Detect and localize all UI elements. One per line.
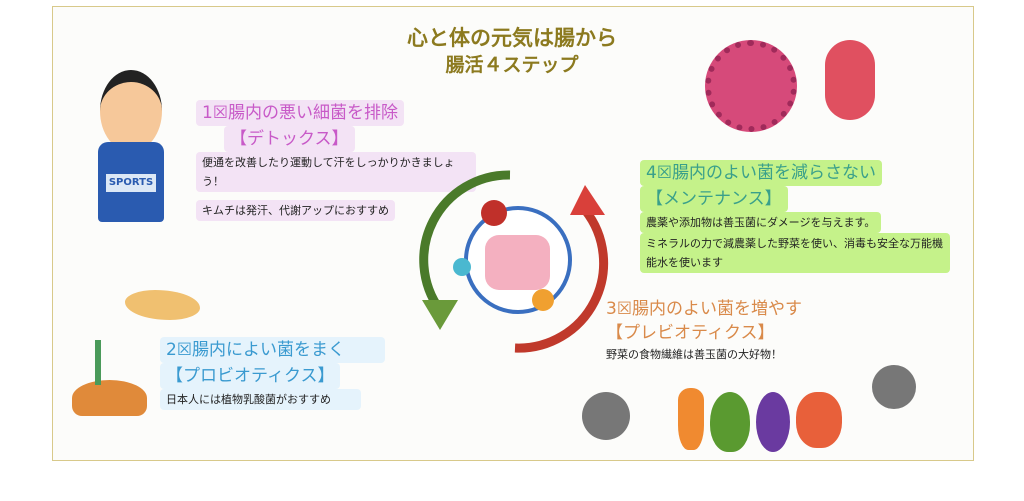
athlete-illustration: SPORTS [78,62,193,227]
step-2-heading: 2☒腸内によい菌をまく [160,337,386,363]
orange-dot [532,289,554,311]
step-2: 2☒腸内によい菌をまく 【プロビオティクス】 日本人には植物乳酸菌がおすすめ [160,337,400,410]
step-1-heading: 1☒腸内の悪い細菌を排除 [196,100,405,126]
step-4-body1: 農薬や添加物は善玉菌にダメージを与えます。 [640,212,882,233]
gray-germ-left-illustration [582,392,630,440]
step-3-heading: 3☒腸内のよい菌を増やす [606,299,803,319]
title-line2: 腸活４ステップ [445,54,579,76]
blue-dot [453,258,471,276]
intestine-icon [485,235,550,290]
red-arrowhead [570,185,605,215]
carrot-illustration [678,388,704,450]
sprout-illustration [95,340,101,385]
step-4: 4☒腸内のよい菌を減らさない 【メンテナンス】 農薬や添加物は善玉菌にダメージを… [640,160,980,273]
red-dot [481,200,507,226]
step-4-heading: 4☒腸内のよい菌を減らさない [640,160,883,186]
pepper-illustration [796,392,842,448]
step-3: 3☒腸内のよい菌を増やす 【プレビオティクス】 野菜の食物繊維は善玉菌の大好物！ [606,297,936,364]
green-arrow [419,170,511,313]
step-4-body2: ミネラルの力で減農薬した野菜を使い、消毒も安全な万能機能水を使います [640,233,950,273]
cycle-diagram [419,170,609,353]
step-4-sub: 【メンテナンス】 [640,186,788,212]
step-1: 1☒腸内の悪い細菌を排除 【デトックス】 便通を改善したり運動して汗をしっかりか… [196,100,486,221]
avocado-illustration [710,392,750,452]
shirt-text: SPORTS [106,174,156,192]
step-2-body1: 日本人には植物乳酸菌がおすすめ [160,389,361,410]
intestine-character-illustration [825,40,875,120]
step-1-body1: 便通を改善したり運動して汗をしっかりかきましょう！ [196,152,476,192]
title-line1: 心と体の元気は腸から [407,26,617,50]
step-1-body2: キムチは発汗、代謝アップにおすすめ [196,200,395,221]
gray-germ-right-illustration [872,365,916,409]
red-arrow [514,207,609,353]
eggplant-illustration [756,392,790,452]
step-3-sub: 【プレビオティクス】 [606,323,775,343]
step-2-sub: 【プロビオティクス】 [160,363,341,389]
step-3-body1: 野菜の食物繊維は善玉菌の大好物！ [606,348,782,361]
sprout-soil-illustration [72,380,147,416]
step-1-sub: 【デトックス】 [224,126,355,152]
bad-germ-illustration [705,40,797,132]
green-arrowhead [422,300,458,330]
